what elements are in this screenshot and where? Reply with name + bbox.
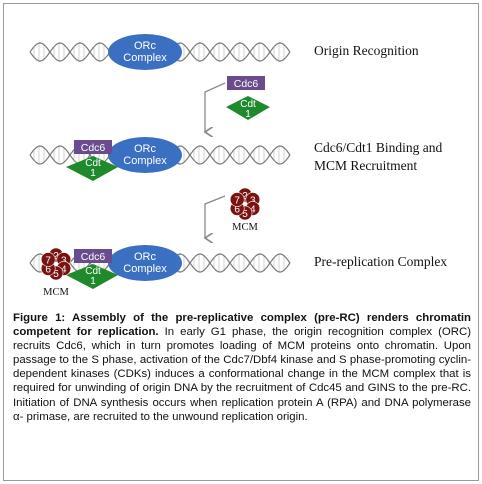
stage-pre-replication-complex: Pre-replication Complex — [314, 254, 447, 269]
svg-text:1: 1 — [90, 168, 96, 179]
svg-text:1: 1 — [90, 276, 96, 287]
svg-text:Complex: Complex — [123, 155, 167, 167]
caption-body: In early G1 phase, the origin recognitio… — [13, 326, 472, 423]
mcm-subunit-label-6: 6 — [45, 265, 51, 276]
stage-origin-recognition: Origin Recognition — [314, 43, 419, 58]
mcm-subunit-label-5: 5 — [53, 269, 59, 280]
mcm-subunit-label-7: 7 — [234, 196, 240, 207]
cdc6-protein-bound-2: Cdc6 — [74, 249, 112, 263]
cdc6-protein-bound-1: Cdc6 — [74, 140, 112, 154]
cdt1-protein-bound-1: Cdt 1 — [66, 156, 118, 181]
svg-text:Complex: Complex — [123, 52, 167, 64]
stage-cdc6-cdt1-binding-line1: Cdc6/Cdt1 Binding and — [314, 140, 443, 155]
svg-text:ORc: ORc — [134, 143, 157, 155]
orc-complex-1: ORc Complex — [108, 34, 182, 70]
svg-text:1: 1 — [245, 109, 251, 120]
mcm-subunit-label-7: 7 — [45, 256, 51, 267]
figure-caption: Figure 1: Assembly of the pre-replicativ… — [13, 311, 471, 424]
stage-cdc6-cdt1-binding-line2: MCM Recruitment — [314, 158, 417, 173]
mcm-subunit-label-2: 2 — [242, 191, 248, 202]
mcm-subunit-label-3: 3 — [250, 196, 256, 207]
svg-text:Cdt: Cdt — [85, 158, 101, 169]
recruitment-arrow-1 — [205, 82, 226, 132]
diagram: ORc Complex Origin Recognition Cdc6 Cdt … — [29, 34, 447, 298]
orc-complex-3: ORc Complex — [108, 245, 182, 281]
mcm-subunit-7 — [40, 252, 56, 267]
cdt1-protein-bound-2: Cdt 1 — [66, 264, 118, 289]
mcm-subunit-label-4: 4 — [250, 205, 256, 216]
mcm-subunit-label-6: 6 — [234, 205, 240, 216]
mcm-label-bound: MCM — [43, 287, 69, 298]
svg-text:Cdc6: Cdc6 — [234, 78, 259, 90]
caption-title: Figure 1: Assembly of the pre-replicativ… — [13, 312, 471, 339]
svg-text:Cdc6: Cdc6 — [81, 142, 106, 154]
svg-text:Cdt: Cdt — [85, 266, 101, 277]
mcm-subunit-label-2: 2 — [53, 251, 59, 262]
mcm-subunit-7 — [229, 192, 245, 207]
cdc6-protein-free: Cdc6 — [227, 76, 265, 90]
cdt1-protein-free: Cdt 1 — [226, 96, 270, 120]
mcm-subunit-label-3: 3 — [61, 256, 67, 267]
svg-text:ORc: ORc — [134, 40, 157, 52]
recruitment-arrow-2 — [205, 195, 226, 238]
svg-text:Cdc6: Cdc6 — [81, 251, 106, 263]
svg-text:ORc: ORc — [134, 251, 157, 263]
mcm-subunit-label-4: 4 — [61, 265, 67, 276]
svg-text:Cdt: Cdt — [240, 99, 256, 110]
svg-text:Complex: Complex — [123, 263, 167, 275]
mcm-subunit-label-5: 5 — [242, 209, 248, 220]
mcm-label-free: MCM — [232, 222, 258, 233]
orc-complex-2: ORc Complex — [108, 137, 182, 173]
